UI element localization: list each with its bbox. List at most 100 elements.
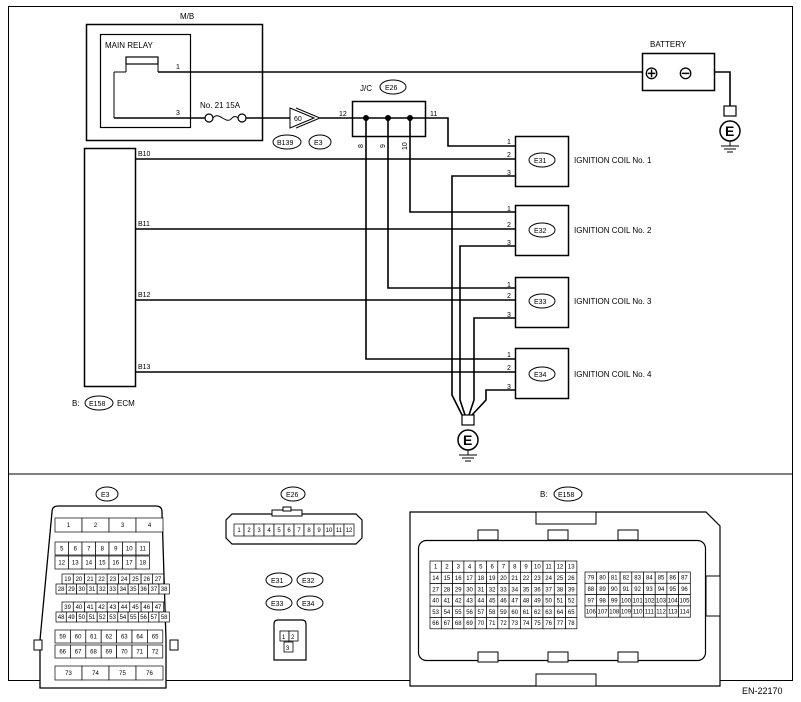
svg-text:9: 9 [380,144,387,148]
pin-number: 69 [466,621,473,627]
pin-number: 46 [143,605,150,611]
pin-number: 42 [98,605,105,611]
pin-number: 107 [598,610,609,616]
pin-number: 65 [568,610,575,616]
pin-number: 26 [568,576,575,582]
pin-number: 44 [121,605,128,611]
pin-number: 3 [457,565,461,571]
pin-number: 37 [545,587,552,593]
svg-text:E26: E26 [286,492,299,499]
pin-number: 89 [599,587,606,593]
pin-number: 77 [557,621,564,627]
mb-title: M/B [180,12,194,21]
coil-ground-wires: E [451,175,515,462]
pin-number: 45 [132,605,139,611]
svg-text:B:: B: [540,490,548,499]
svg-text:E158: E158 [558,492,574,499]
pin-number: 47 [155,605,162,611]
pin-number: 5 [60,547,64,553]
pin-number: 86 [669,576,676,582]
svg-text:E32: E32 [534,228,547,235]
pin-number: 28 [58,587,65,593]
svg-text:3: 3 [507,240,511,247]
pin-number: 71 [136,650,143,656]
svg-text:2: 2 [507,152,511,159]
pin-number: 93 [646,587,653,593]
pin-number: 1 [67,523,71,529]
ignition-coil-4: E34 IGNITION COIL No. 4 1 2 3 [507,347,652,400]
battery-plus-icon: ⊕ [644,63,659,83]
pin-number: 2 [94,523,98,529]
connector-view-coil: E31 E32 E33 E34 1 2 3 [265,572,324,661]
relay-contact-icon [125,56,159,65]
svg-text:E31: E31 [534,158,547,165]
pin-number: 5 [479,565,483,571]
pin-number: 18 [139,561,146,567]
pin-number: 14 [85,561,92,567]
pin-number: 105 [679,598,690,604]
connector-e3-tag [308,134,332,150]
pin-number: 8 [101,547,105,553]
svg-text:12: 12 [339,111,347,118]
pin-number: 78 [568,621,575,627]
pin-number: 34 [511,587,518,593]
pin-cell [158,611,170,623]
pin-number: 63 [121,635,128,641]
pin-number: 39 [568,587,575,593]
pin-number: 66 [432,621,439,627]
pin-number: 21 [87,577,94,583]
svg-text:60: 60 [294,116,302,123]
pin-number: 75 [119,671,126,677]
svg-text:2: 2 [507,222,511,229]
pin-number: 16 [455,576,462,582]
pin-number: 76 [146,671,153,677]
ecm-label: ECM [117,399,135,408]
pin-number: 102 [644,598,655,604]
pin-number: 34 [120,587,127,593]
pin-number: 48 [58,615,65,621]
pin-number: 70 [121,650,128,656]
pin-number: 98 [599,598,606,604]
pin-number: 2 [247,528,251,534]
pin-number: 17 [466,576,473,582]
svg-text:E: E [463,432,472,448]
pin-number: 15 [99,561,106,567]
svg-text:IGNITION COIL No. 4: IGNITION COIL No. 4 [574,370,652,379]
pin-number: 29 [68,587,75,593]
pin-number: 19 [489,576,496,582]
svg-text:3: 3 [507,312,511,319]
pin-cell [147,644,164,659]
svg-text:E32: E32 [302,578,315,585]
pin-number: 46 [500,599,507,605]
svg-text:3: 3 [507,170,511,177]
pin-number: 35 [523,587,530,593]
pin-number: 83 [634,576,641,582]
pin-number: 94 [658,587,665,593]
pin-number: 84 [646,576,653,582]
main-box: M/B MAIN RELAY 1 3 No. 21 15A [85,12,642,142]
pin-number: 44 [478,599,485,605]
pin-number: 40 [432,599,439,605]
pin-number: 26 [143,577,150,583]
pin-number: 27 [155,577,162,583]
pin-number: 29 [455,587,462,593]
pin-number: 72 [500,621,507,627]
pin-number: 104 [668,598,679,604]
pin-number: 59 [500,610,507,616]
svg-text:IGNITION COIL No. 1: IGNITION COIL No. 1 [574,156,652,165]
pin-number: 21 [511,576,518,582]
battery-minus-icon: ⊖ [678,63,693,83]
pin-cell [158,583,170,595]
pin-number: 113 [668,610,678,616]
pin-number: 38 [557,587,564,593]
svg-text:11: 11 [430,111,437,118]
pin-number: 62 [534,610,541,616]
pin-number: 37 [151,587,158,593]
pin-number: 103 [656,598,667,604]
pin-number: 43 [110,605,117,611]
pin-number: 74 [92,671,99,677]
pin-number: 6 [490,565,494,571]
pin-number: 72 [152,650,159,656]
pin-number: 9 [317,528,321,534]
